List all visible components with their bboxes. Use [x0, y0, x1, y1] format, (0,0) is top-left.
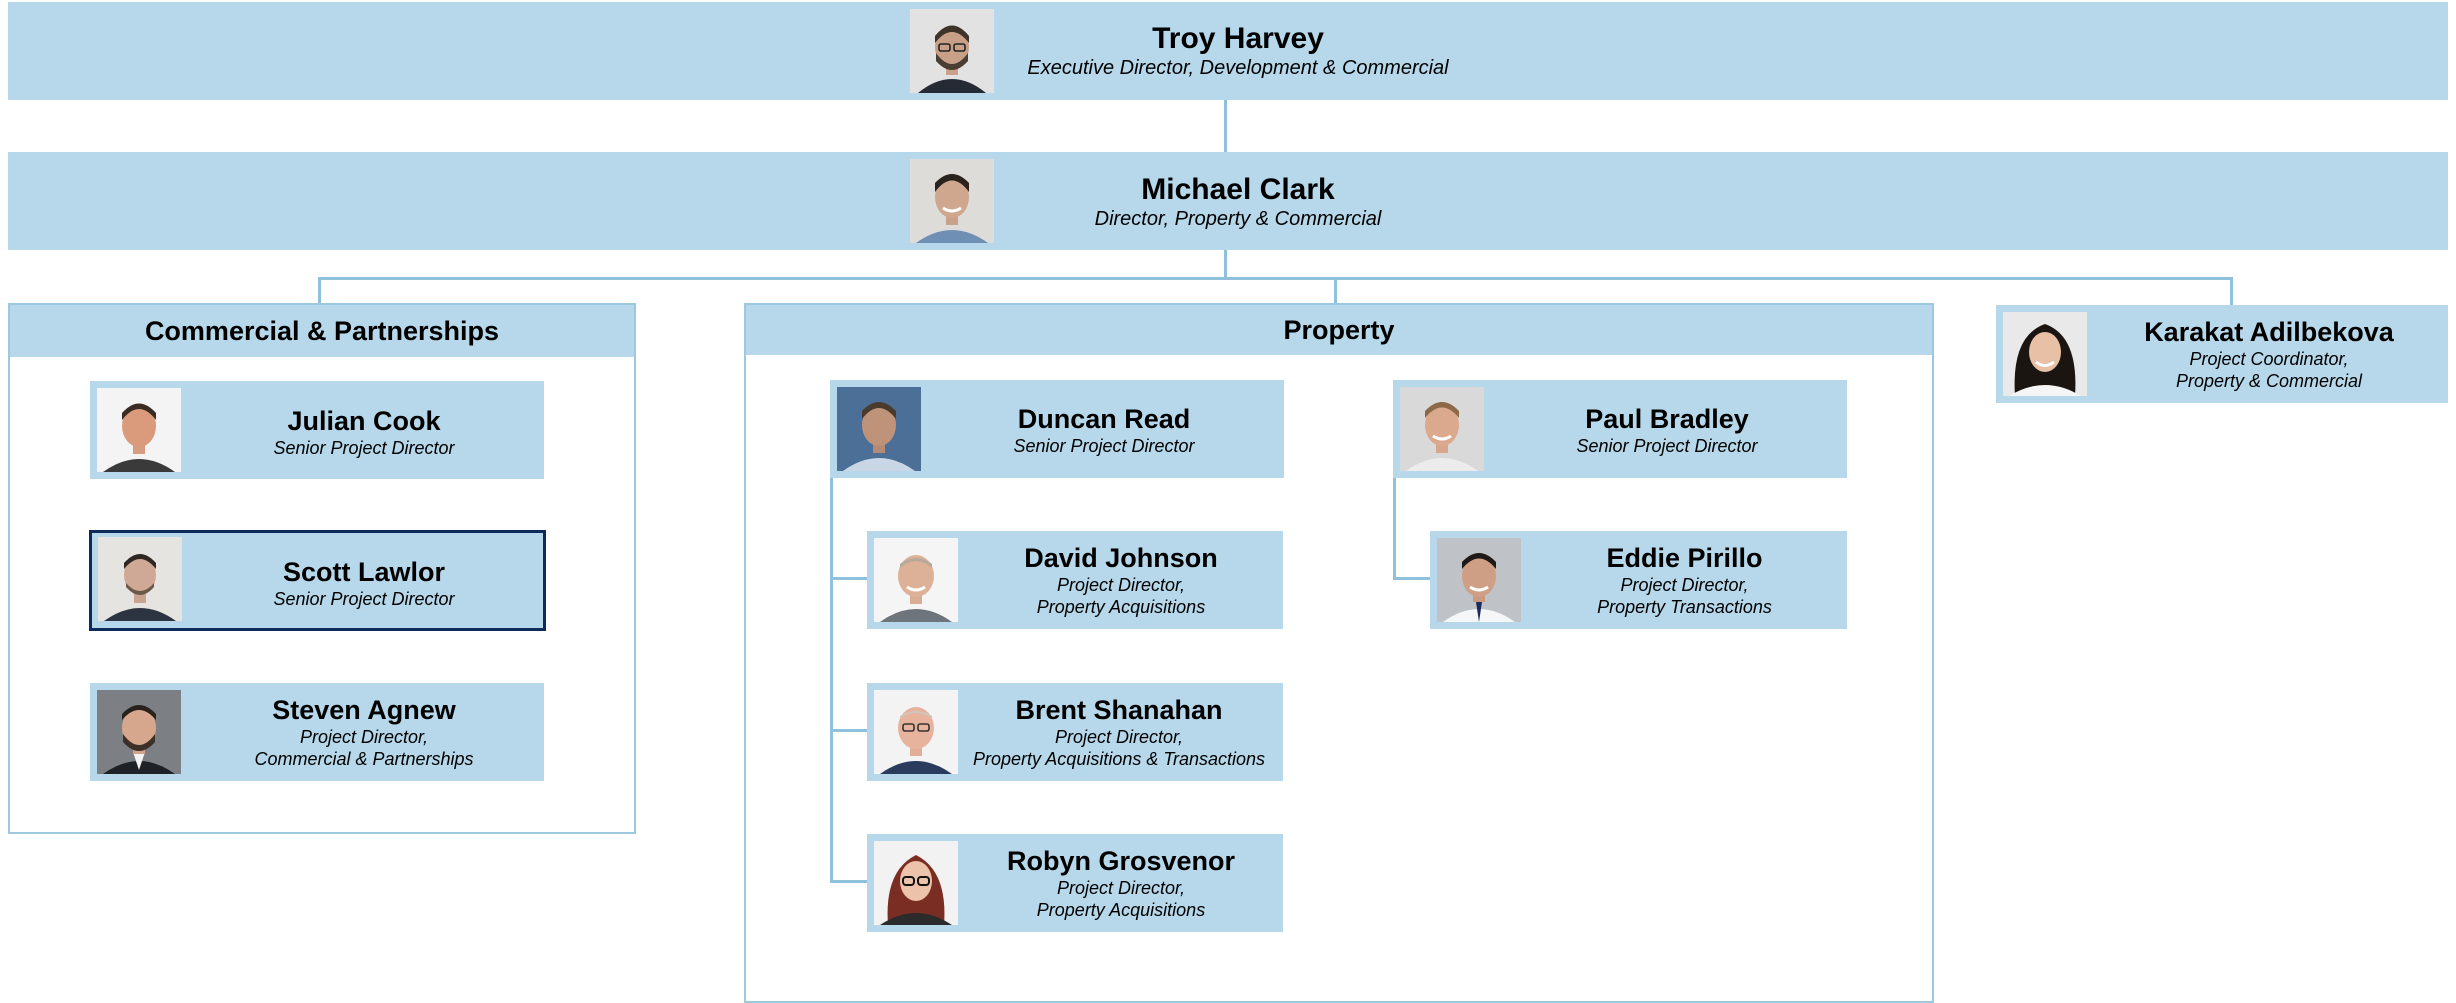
avatar — [874, 538, 958, 622]
person-role: Project Director, — [1620, 575, 1749, 595]
person-card-david-johnson[interactable]: David Johnson Project Director, Property… — [867, 531, 1283, 629]
avatar — [874, 841, 958, 925]
person-card-brent-shanahan[interactable]: Brent Shanahan Project Director, Propert… — [867, 683, 1283, 781]
person-role: Senior Project Director — [1013, 436, 1195, 456]
person-text: Paul Bradley Senior Project Director — [1493, 404, 1841, 457]
avatar — [874, 690, 958, 774]
person-role: Property & Commercial — [2175, 371, 2363, 391]
person-role: Property Acquisitions — [1036, 597, 1206, 617]
person-card-steven-agnew[interactable]: Steven Agnew Project Director, Commercia… — [90, 683, 544, 781]
person-role: Senior Project Director — [273, 438, 455, 458]
person-role: Property Acquisitions — [1036, 900, 1206, 920]
person-text: Karakat Adilbekova Project Coordinator, … — [2096, 317, 2442, 392]
person-text: Eddie Pirillo Project Director, Property… — [1526, 543, 1843, 618]
person-text: David Johnson Project Director, Property… — [963, 543, 1279, 618]
connector-horizontal — [318, 277, 2232, 280]
second-leader-text: Michael Clark Director, Property & Comme… — [1008, 173, 1468, 232]
avatar — [837, 387, 921, 471]
connector-paul-branch — [1393, 478, 1396, 580]
person-text: Brent Shanahan Project Director, Propert… — [959, 695, 1279, 770]
person-name: Robyn Grosvenor — [1006, 846, 1236, 876]
person-text: Duncan Read Senior Project Director — [930, 404, 1278, 457]
connector-to-property — [1334, 277, 1337, 303]
person-name: Duncan Read — [1017, 404, 1191, 434]
person-role: Project Director, — [1056, 878, 1186, 898]
person-role: Project Director, — [299, 727, 429, 747]
connector-to-commercial — [318, 277, 321, 305]
person-name: Karakat Adilbekova — [2144, 317, 2394, 347]
avatar — [910, 9, 994, 93]
person-card-julian-cook[interactable]: Julian Cook Senior Project Director — [90, 381, 544, 479]
person-card-eddie-pirillo[interactable]: Eddie Pirillo Project Director, Property… — [1430, 531, 1847, 629]
person-role: Project Director, — [1056, 575, 1186, 595]
second-leader-bar: Michael Clark Director, Property & Comme… — [8, 152, 2448, 250]
person-name: Michael Clark — [1141, 173, 1335, 206]
connector-to-david — [830, 577, 868, 580]
connector-to-brent — [830, 729, 868, 732]
person-role: Senior Project Director — [1576, 436, 1758, 456]
person-role: Property Acquisitions & Transactions — [972, 749, 1266, 769]
group-title: Commercial & Partnerships — [10, 305, 634, 357]
person-text: Steven Agnew Project Director, Commercia… — [190, 695, 538, 770]
person-role: Commercial & Partnerships — [254, 749, 474, 769]
person-role: Project Director, — [1054, 727, 1184, 747]
avatar — [98, 537, 182, 621]
person-card-duncan-read[interactable]: Duncan Read Senior Project Director — [830, 380, 1284, 478]
person-text: Julian Cook Senior Project Director — [190, 406, 538, 459]
avatar — [2003, 312, 2087, 396]
avatar — [97, 388, 181, 472]
person-role: Senior Project Director — [273, 589, 455, 609]
person-card-scott-lawlor[interactable]: Scott Lawlor Senior Project Director — [89, 530, 546, 631]
person-text: Robyn Grosvenor Project Director, Proper… — [963, 846, 1279, 921]
top-leader-text: Troy Harvey Executive Director, Developm… — [1008, 22, 1468, 81]
person-name: Steven Agnew — [272, 695, 456, 725]
person-name: Brent Shanahan — [1015, 695, 1223, 725]
person-name: Scott Lawlor — [282, 557, 445, 587]
avatar — [1437, 538, 1521, 622]
connector-to-eddie — [1393, 577, 1431, 580]
person-card-robyn-grosvenor[interactable]: Robyn Grosvenor Project Director, Proper… — [867, 834, 1283, 932]
person-name: Troy Harvey — [1152, 22, 1324, 55]
person-card-karakat-adilbekova[interactable]: Karakat Adilbekova Project Coordinator, … — [1996, 305, 2448, 403]
connector-second-down — [1224, 250, 1227, 278]
connector-duncan-branch — [830, 478, 833, 883]
person-role: Project Coordinator, — [2189, 349, 2349, 369]
connector-top-to-second — [1224, 100, 1227, 152]
connector-to-robyn — [830, 880, 868, 883]
group-title: Property — [746, 305, 1932, 355]
person-name: Eddie Pirillo — [1606, 543, 1763, 573]
avatar — [910, 159, 994, 243]
person-role: Executive Director, Development & Commer… — [1027, 57, 1449, 79]
person-name: Julian Cook — [287, 406, 441, 436]
connector-to-coordinator — [2230, 277, 2233, 305]
person-name: Paul Bradley — [1585, 404, 1749, 434]
person-name: David Johnson — [1024, 543, 1218, 573]
avatar — [1400, 387, 1484, 471]
avatar — [97, 690, 181, 774]
person-role: Director, Property & Commercial — [1094, 208, 1382, 230]
person-text: Scott Lawlor Senior Project Director — [190, 557, 538, 610]
person-role: Property Transactions — [1597, 597, 1772, 617]
top-leader-bar: Troy Harvey Executive Director, Developm… — [8, 2, 2448, 100]
person-card-paul-bradley[interactable]: Paul Bradley Senior Project Director — [1393, 380, 1847, 478]
